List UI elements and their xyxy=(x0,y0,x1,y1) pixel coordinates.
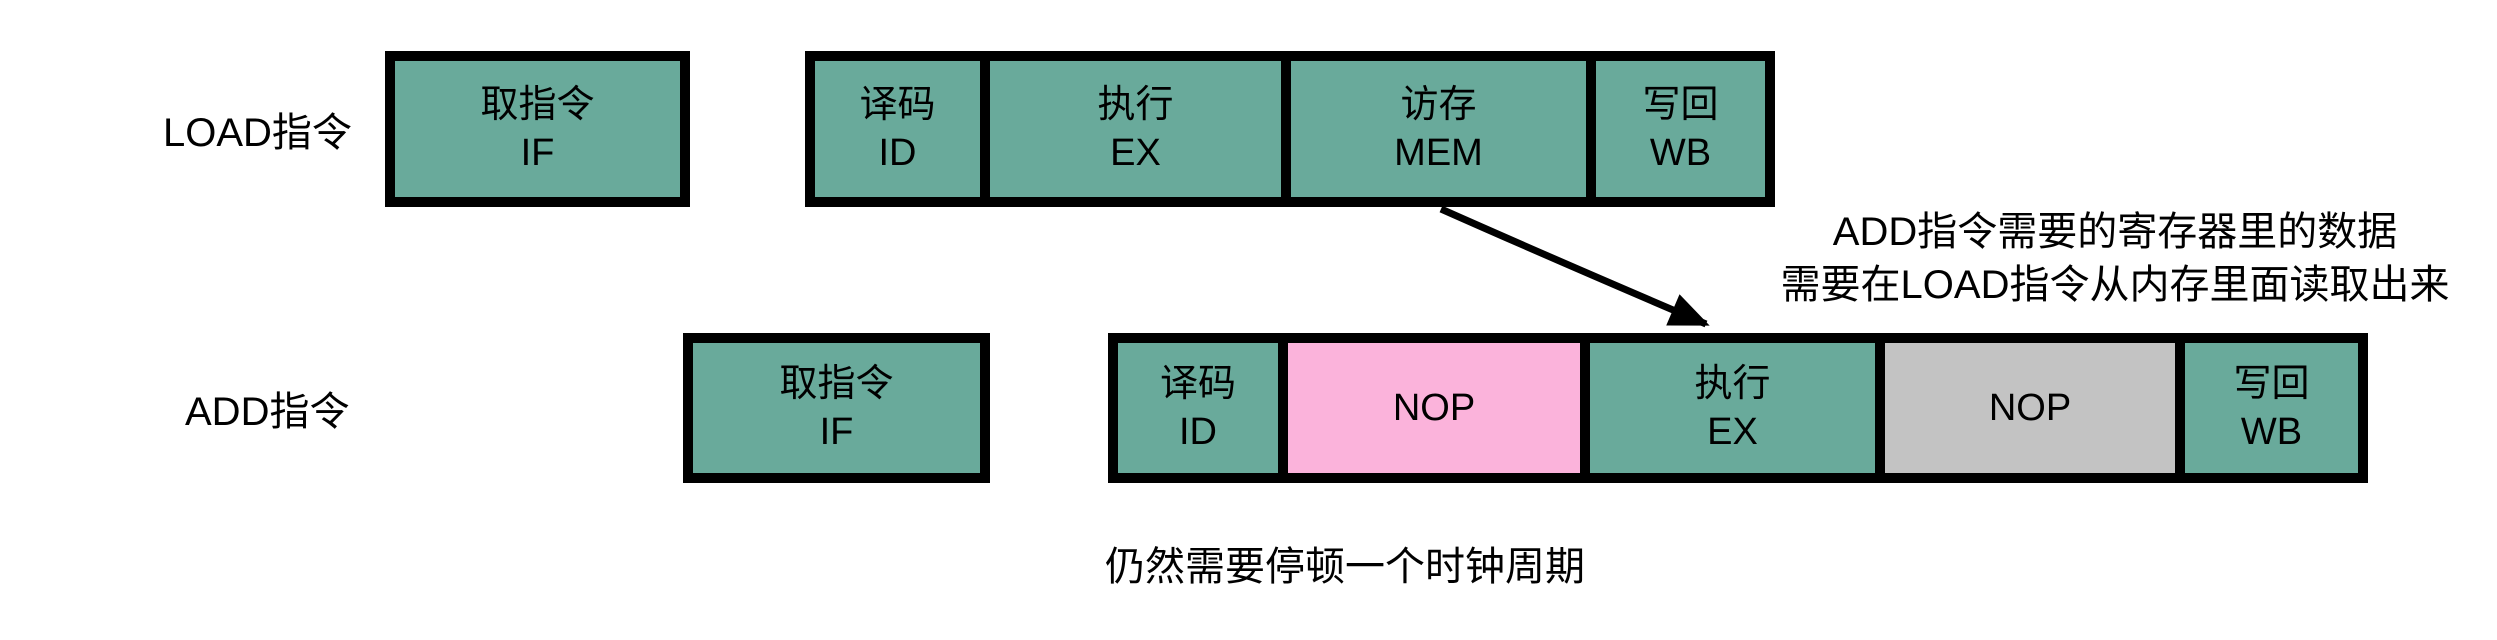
stage-name-en: ID xyxy=(1179,411,1217,453)
stage-name-cn: 执行 xyxy=(1097,84,1174,126)
add-stage-wb: 写回 WB xyxy=(2175,333,2368,483)
stage-name-cn: 取指令 xyxy=(480,84,595,126)
stage-name-en: EX xyxy=(1707,411,1758,453)
annotation-line-2: 需要在LOAD指令从内存里面读取出来 xyxy=(1780,263,2450,307)
stage-name-cn: 译码 xyxy=(859,84,936,126)
stage-name-en: WB xyxy=(2240,411,2303,453)
row-label-add: ADD指令 xyxy=(185,390,350,434)
stage-name-en: MEM xyxy=(1394,132,1483,174)
load-stage-wb: 写回 WB xyxy=(1586,51,1775,207)
stage-name-cn: 取指令 xyxy=(779,363,894,405)
stage-name-en: EX xyxy=(1110,132,1161,174)
stage-name-en: ID xyxy=(878,132,917,174)
bubble-label: NOP xyxy=(1988,387,2072,429)
load-stage-ex: 执行 EX xyxy=(980,51,1291,207)
stage-name-cn: 写回 xyxy=(2233,363,2310,405)
load-stage-mem: 访存 MEM xyxy=(1281,51,1596,207)
add-stage-ex: 执行 EX xyxy=(1580,333,1885,483)
stage-name-cn: 执行 xyxy=(1694,363,1771,405)
stage-name-en: IF xyxy=(819,411,854,453)
add-bubble-nop-pink: NOP xyxy=(1278,333,1590,483)
stage-name-cn: 写回 xyxy=(1642,84,1719,126)
stage-name-cn: 访存 xyxy=(1400,84,1477,126)
stall-caption: 仍然需要停顿一个时钟周期 xyxy=(1105,545,1585,589)
load-stage-if: 取指令 IF xyxy=(385,51,690,207)
stage-name-cn: 译码 xyxy=(1159,363,1236,405)
row-label-load: LOAD指令 xyxy=(163,111,352,155)
add-stage-if: 取指令 IF xyxy=(683,333,990,483)
stage-name-en: IF xyxy=(520,132,555,174)
add-bubble-nop-gray: NOP xyxy=(1875,333,2185,483)
stage-name-en: WB xyxy=(1649,132,1712,174)
add-stage-id: 译码 ID xyxy=(1108,333,1288,483)
load-stage-id: 译码 ID xyxy=(805,51,990,207)
annotation-line-1: ADD指令需要的寄存器里的数据 xyxy=(1832,210,2398,254)
dependency-annotation: ADD指令需要的寄存器里的数据 需要在LOAD指令从内存里面读取出来 xyxy=(1750,206,2480,312)
bubble-label: NOP xyxy=(1392,387,1476,429)
